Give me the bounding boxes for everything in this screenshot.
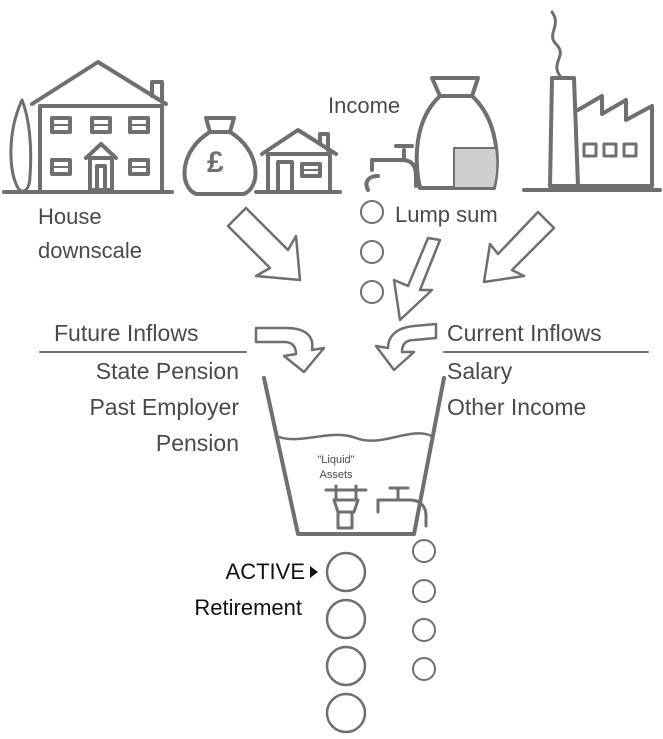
past-employer-label-line2: Pension (155, 430, 239, 456)
past-employer-label-line1: Past Employer (89, 394, 239, 420)
lump-sum-label: Lump sum (395, 202, 498, 227)
retirement-label: Retirement (194, 595, 302, 620)
active-pointer-icon (310, 566, 318, 578)
liquid-assets-label-line1: "Liquid" (317, 454, 355, 466)
lump-sum-drops (360, 200, 384, 304)
house-label-line2: downscale (38, 238, 142, 263)
arrow-future-inflows (254, 326, 326, 374)
small-house-icon (254, 128, 342, 194)
money-bag-symbol: £ (207, 146, 224, 179)
liquid-assets-label-line2: Assets (319, 469, 353, 481)
secondary-tap-icon (376, 486, 428, 528)
current-inflows-label: Current Inflows (447, 320, 602, 346)
large-house-icon (30, 60, 168, 194)
factory-icon (522, 10, 662, 192)
arrow-current-inflows (374, 322, 438, 372)
active-tap-icon (324, 484, 368, 530)
income-sack-icon (414, 76, 499, 190)
income-tap-icon (364, 144, 418, 192)
arrow-house-to-bucket (226, 206, 302, 282)
house-label-line1: House (38, 204, 102, 229)
liquid-assets-bucket (262, 376, 446, 536)
other-income-label: Other Income (447, 394, 587, 420)
future-inflows-label: Future Inflows (54, 320, 199, 346)
active-retirement-drops (325, 551, 367, 734)
secondary-tap-drops (412, 539, 436, 681)
arrow-lumpsum-to-bucket (392, 236, 442, 322)
income-label: Income (328, 93, 401, 118)
active-label: ACTIVE (225, 559, 305, 584)
arrow-factory-to-bucket (482, 210, 556, 284)
salary-label: Salary (447, 358, 513, 384)
tree-icon (9, 98, 33, 193)
money-bag-icon (182, 116, 258, 196)
state-pension-label: State Pension (95, 358, 239, 384)
